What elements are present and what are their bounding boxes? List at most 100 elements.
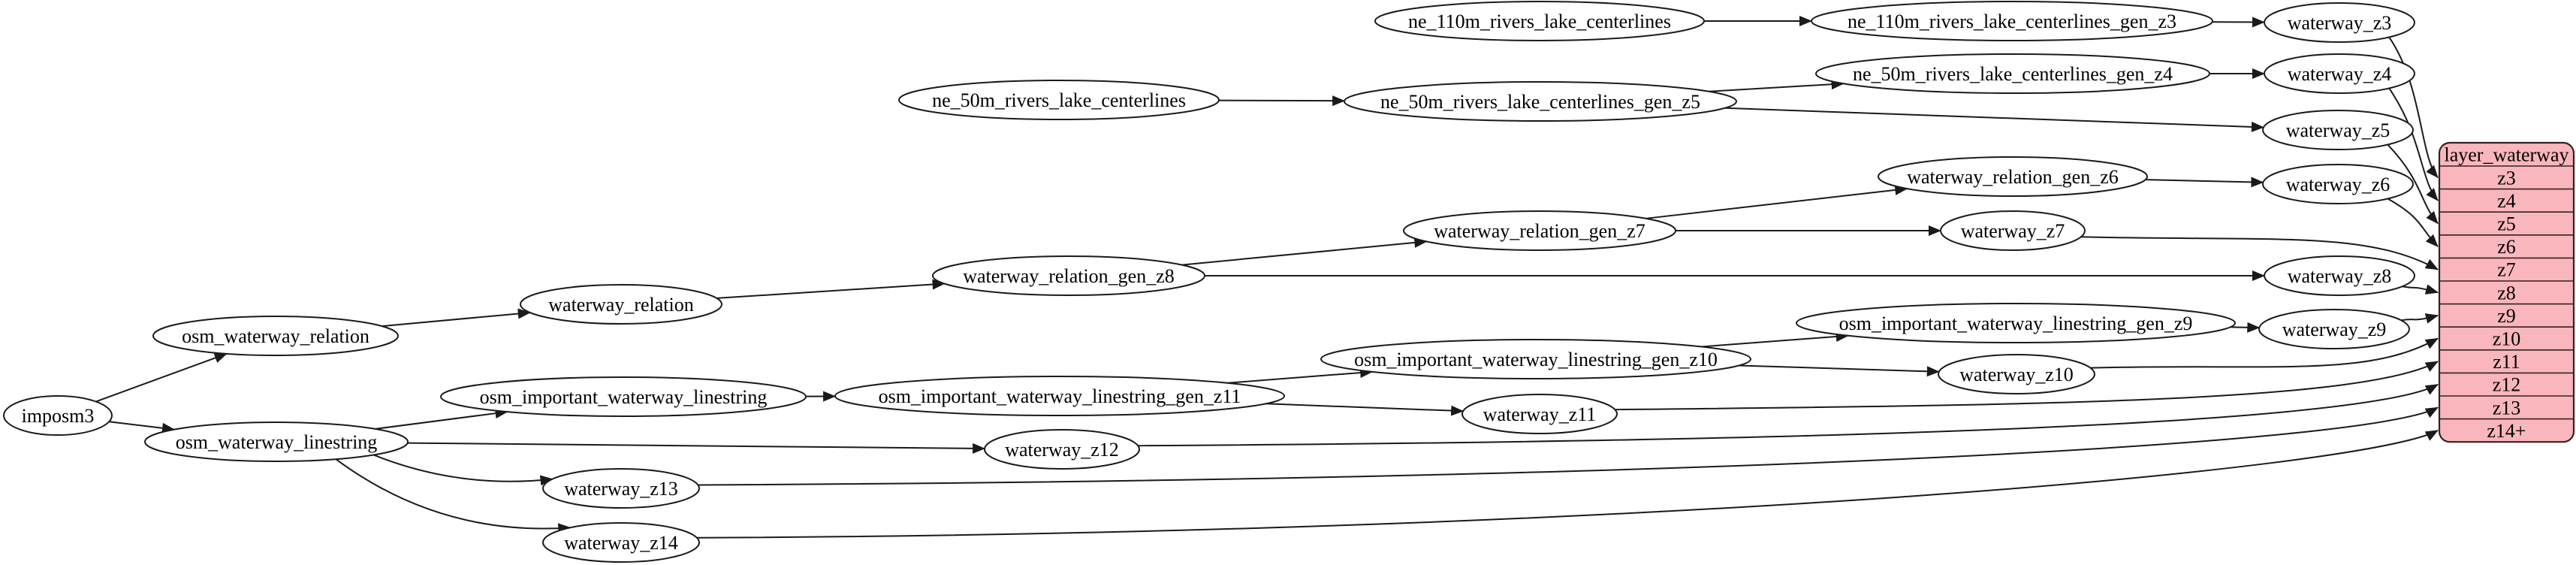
node-label: osm_important_waterway_linestring <box>480 386 768 408</box>
edge-osm_important_waterway_linestring_gen_z9-to-waterway_z9 <box>2230 322 2261 333</box>
edge-ne_50m_rivers_lake_centerlines_gen_z5-to-ne_50m_rivers_lake_centerlines_gen_z4 <box>1709 79 1845 92</box>
edge-osm_waterway_linestring-to-waterway_z14 <box>335 458 572 534</box>
node-ellipse <box>1811 1 2213 41</box>
table-row-z13: z13 <box>2493 397 2521 418</box>
node-ellipse <box>2258 309 2410 349</box>
edge-waterway_relation-to-waterway_relation_gen_z8 <box>716 279 946 299</box>
node-ne_50m_rivers_lake_centerlines: ne_50m_rivers_lake_centerlines <box>898 80 1220 120</box>
node-waterway_z6: waterway_z6 <box>2262 164 2414 204</box>
node-label: ne_50m_rivers_lake_centerlines_gen_z4 <box>1853 63 2173 85</box>
edge-waterway_relation_gen_z8-to-waterway_relation_gen_z7 <box>1181 237 1428 266</box>
node-ellipse <box>2262 110 2414 150</box>
node-ellipse <box>834 376 1285 416</box>
table-row-z5: z5 <box>2497 213 2516 235</box>
table-row-z4: z4 <box>2497 190 2516 212</box>
node-label: waterway_z14 <box>564 532 678 554</box>
edge-osm_important_waterway_linestring_gen_z10-to-osm_important_waterway_linestring_gen_z9 <box>1701 331 1849 348</box>
table-row-z6: z6 <box>2497 236 2516 258</box>
table-row-z12: z12 <box>2493 374 2521 396</box>
node-ellipse <box>520 284 722 325</box>
node-label: osm_important_waterway_linestring_gen_z1… <box>879 385 1241 407</box>
table-row-z7: z7 <box>2497 259 2516 281</box>
node-ellipse <box>1938 354 2095 394</box>
node-ellipse <box>440 376 807 417</box>
node-ne_110m_rivers_lake_centerlines: ne_110m_rivers_lake_centerlines <box>1374 1 1705 41</box>
node-waterway_relation: waterway_relation <box>520 284 722 325</box>
node-label: waterway_relation_gen_z8 <box>963 265 1175 287</box>
node-ellipse <box>1878 156 2148 197</box>
node-waterway_z5: waterway_z5 <box>2262 110 2414 150</box>
nodes-layer: imposm3 osm_waterway_relation osm_waterway… <box>3 1 2415 563</box>
edge-waterway_z6-to-z6 <box>2387 198 2439 247</box>
table-row-z3: z3 <box>2497 167 2516 189</box>
edge-waterway_z8-to-z8 <box>2402 284 2439 295</box>
node-label: osm_waterway_relation <box>182 325 370 347</box>
node-ellipse <box>542 522 700 563</box>
node-ellipse <box>1374 1 1705 41</box>
edge-osm_waterway_linestring-to-waterway_z13 <box>373 454 554 486</box>
node-osm_waterway_relation: osm_waterway_relation <box>152 316 399 356</box>
node-label: osm_important_waterway_linestring_gen_z1… <box>1354 349 1718 370</box>
table-row-z8: z8 <box>2497 282 2516 304</box>
node-waterway_z13: waterway_z13 <box>542 468 700 509</box>
node-label: ne_110m_rivers_lake_centerlines <box>1408 11 1671 32</box>
edge-waterway_z3-to-z3 <box>2388 36 2439 179</box>
node-ne_50m_rivers_lake_centerlines_gen_z5: ne_50m_rivers_lake_centerlines_gen_z5 <box>1344 81 1737 122</box>
node-waterway_z12: waterway_z12 <box>984 429 1140 470</box>
node-label: waterway_relation_gen_z6 <box>1907 166 2119 188</box>
edge-waterway_z14-to-z14+ <box>696 430 2439 539</box>
node-imposm3: imposm3 <box>3 395 113 436</box>
node-osm_important_waterway_linestring: osm_important_waterway_linestring <box>440 376 807 417</box>
node-label: waterway_z5 <box>2286 119 2390 141</box>
edge-waterway_z5-to-z5 <box>2387 144 2439 225</box>
node-label: waterway_z4 <box>2288 63 2392 85</box>
edge-waterway_z12-to-z12 <box>1138 383 2439 447</box>
node-ellipse <box>144 421 409 462</box>
node-label: waterway_relation <box>548 294 693 316</box>
node-osm_important_waterway_linestring_gen_z11: osm_important_waterway_linestring_gen_z1… <box>834 376 1285 416</box>
table-row-z11: z11 <box>2493 351 2520 373</box>
node-label: waterway_z9 <box>2282 319 2387 340</box>
node-label: waterway_z3 <box>2288 12 2392 34</box>
layer-waterway-table <box>2438 141 2575 443</box>
node-label: waterway_z6 <box>2286 174 2390 195</box>
node-waterway_z9: waterway_z9 <box>2258 309 2410 349</box>
edge-osm_important_waterway_linestring_gen_z11-to-waterway_z11 <box>1265 403 1464 416</box>
table-layer: layer_waterwayz3z4z5z6z7z8z9z10z11z12z13… <box>2438 141 2575 443</box>
node-waterway_z3: waterway_z3 <box>2264 2 2415 43</box>
node-waterway_z14: waterway_z14 <box>542 522 700 563</box>
node-ellipse <box>2264 255 2415 296</box>
node-label: osm_waterway_linestring <box>176 431 378 453</box>
edge-osm_waterway_linestring-to-osm_important_waterway_linestring <box>375 408 508 430</box>
node-ellipse <box>2264 2 2415 43</box>
edge-waterway_relation_gen_z7-to-waterway_relation_gen_z6 <box>1645 184 1908 219</box>
node-ellipse <box>1344 81 1737 122</box>
table-row-z10: z10 <box>2493 328 2521 350</box>
node-ellipse <box>1403 210 1676 251</box>
node-ellipse <box>2262 164 2414 204</box>
node-label: waterway_z8 <box>2288 265 2392 287</box>
edge-waterway_relation_gen_z6-to-waterway_z6 <box>2145 177 2264 188</box>
edge-waterway_z7-to-z7 <box>2080 236 2439 270</box>
node-waterway_relation_gen_z6: waterway_relation_gen_z6 <box>1878 156 2148 197</box>
node-waterway_z7: waterway_z7 <box>1940 210 2086 251</box>
node-label: osm_important_waterway_linestring_gen_z9 <box>1839 313 2193 334</box>
node-ellipse <box>542 468 700 509</box>
node-waterway_z11: waterway_z11 <box>1461 394 1618 434</box>
node-ellipse <box>1461 394 1618 434</box>
node-label: waterway_z12 <box>1005 439 1119 461</box>
node-ellipse <box>898 80 1220 120</box>
edge-ne_50m_rivers_lake_centerlines_gen_z5-to-waterway_z5 <box>1724 107 2264 132</box>
edge-osm_waterway_linestring-to-waterway_z12 <box>407 442 986 454</box>
node-ellipse <box>1320 339 1751 379</box>
node-ellipse <box>2264 53 2415 94</box>
node-ellipse <box>1815 53 2210 94</box>
node-ellipse <box>152 316 399 356</box>
table-title: layer_waterway <box>2444 144 2568 166</box>
node-waterway_z4: waterway_z4 <box>2264 53 2415 94</box>
node-label: waterway_z13 <box>564 478 678 500</box>
edge-waterway_z13-to-z13 <box>698 406 2439 486</box>
node-label: waterway_z11 <box>1483 403 1597 425</box>
